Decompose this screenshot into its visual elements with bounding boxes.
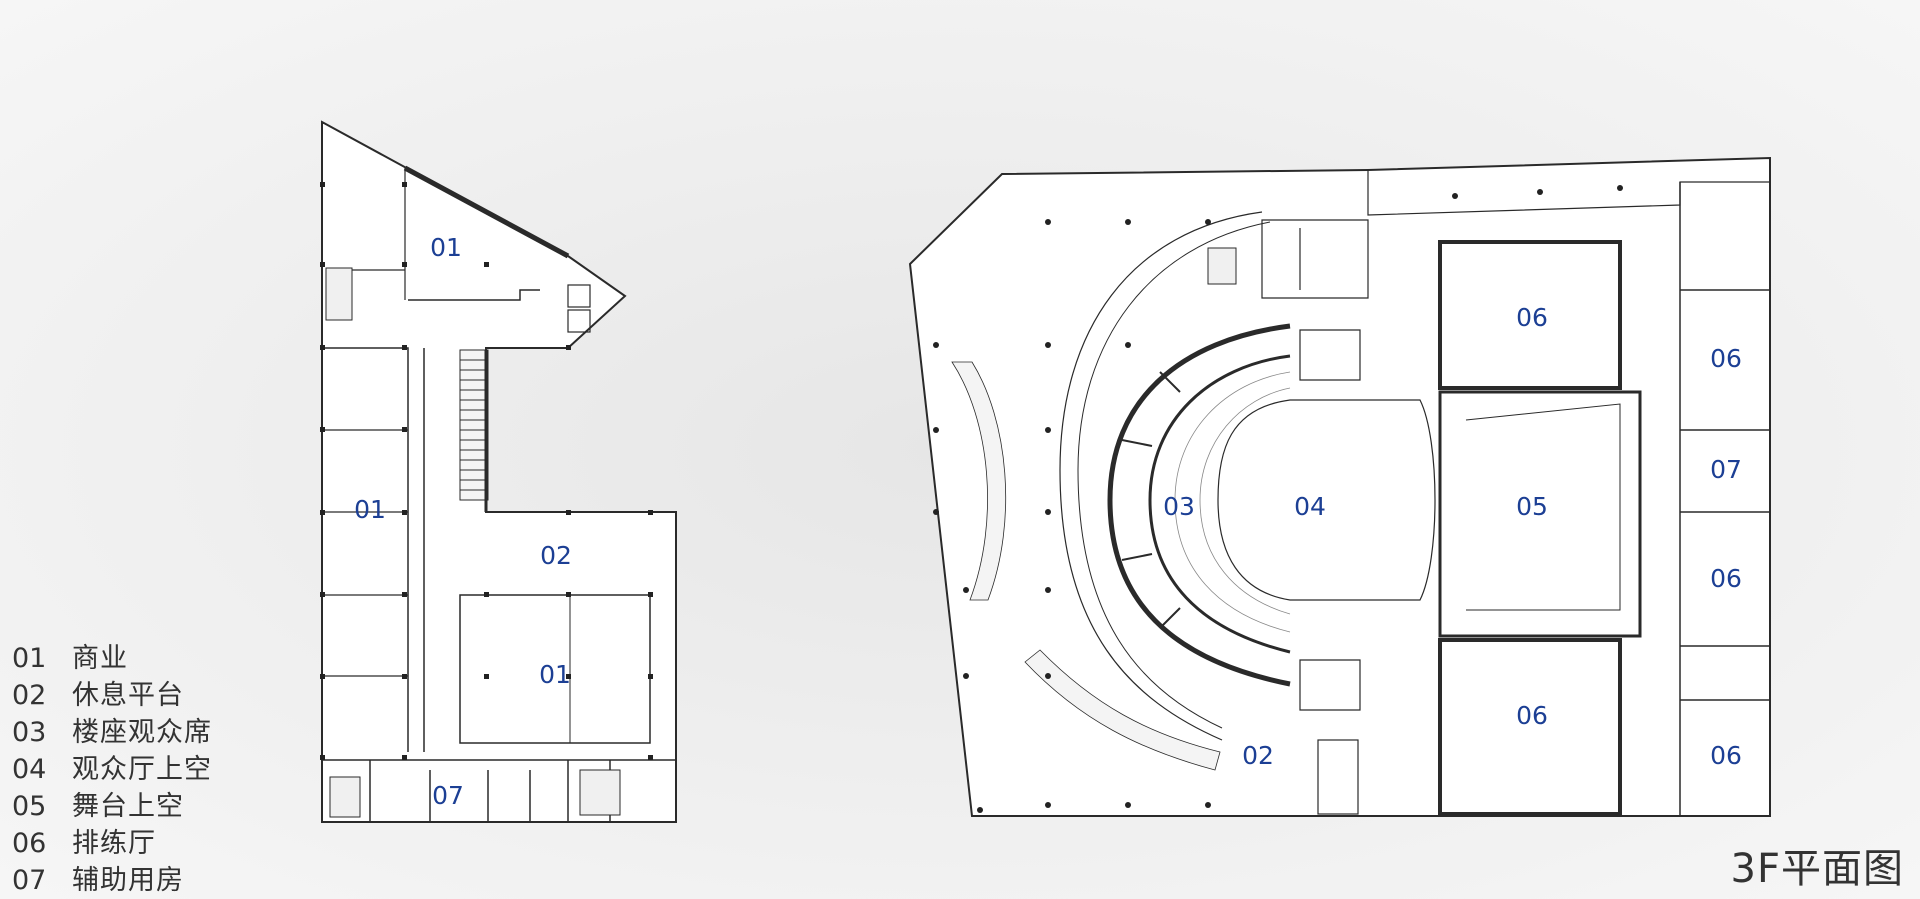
legend-text: 排练厅 <box>72 828 156 859</box>
room-label-left-01-top: 01 <box>430 233 462 262</box>
legend-code: 05 <box>12 788 58 825</box>
room-label-06-bottom-hall: 06 <box>1516 701 1548 730</box>
legend-code: 02 <box>12 677 58 714</box>
legend-item: 07 辅助用房 <box>12 862 212 899</box>
plan-title: 3F平面图 <box>1731 836 1904 894</box>
room-label-left-01-middle: 01 <box>354 495 386 524</box>
room-label-03: 03 <box>1163 492 1195 521</box>
room-label-06-right-bottom: 06 <box>1710 741 1742 770</box>
legend-text: 观众厅上空 <box>72 754 212 785</box>
room-label-05: 05 <box>1516 492 1548 521</box>
legend-text: 辅助用房 <box>72 865 184 896</box>
room-label-06-right-top: 06 <box>1710 344 1742 373</box>
left-building <box>320 122 676 822</box>
legend-item: 03 楼座观众席 <box>12 714 212 751</box>
room-label-06-right-middle: 06 <box>1710 564 1742 593</box>
legend-text: 楼座观众席 <box>72 717 212 748</box>
room-label-02-foyer: 02 <box>1242 741 1274 770</box>
legend-item: 04 观众厅上空 <box>12 751 212 788</box>
legend-code: 06 <box>12 825 58 862</box>
legend-text: 商业 <box>72 643 128 674</box>
legend-item: 05 舞台上空 <box>12 788 212 825</box>
right-building <box>910 158 1770 816</box>
legend-text: 舞台上空 <box>72 791 184 822</box>
legend-item: 06 排练厅 <box>12 825 212 862</box>
legend-code: 04 <box>12 751 58 788</box>
legend-code: 07 <box>12 862 58 899</box>
legend-code: 03 <box>12 714 58 751</box>
room-label-left-01-bottom: 01 <box>539 660 571 689</box>
legend: 01 商业 02 休息平台 03 楼座观众席 04 观众厅上空 05 舞台上空 06 排练厅… <box>12 640 212 899</box>
legend-text: 休息平台 <box>72 680 184 711</box>
left-stair <box>460 350 488 500</box>
room-label-left-02: 02 <box>540 541 572 570</box>
legend-item: 02 休息平台 <box>12 677 212 714</box>
legend-code: 01 <box>12 640 58 677</box>
room-label-left-07: 07 <box>432 781 464 810</box>
legend-item: 01 商业 <box>12 640 212 677</box>
room-label-04: 04 <box>1294 492 1326 521</box>
left-building-outline <box>322 122 676 822</box>
room-label-07-right: 07 <box>1710 455 1742 484</box>
room-label-06-top-hall: 06 <box>1516 303 1548 332</box>
